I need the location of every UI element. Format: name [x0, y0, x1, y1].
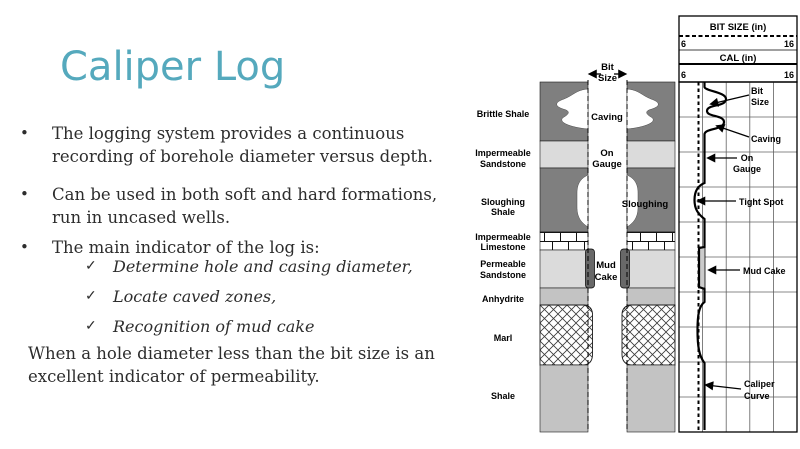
formation-labels: Brittle Shale Impermeable Sandstone Slou…: [475, 109, 531, 401]
on-gauge-label-line2: Gauge: [592, 159, 622, 170]
bullet-icon: •: [20, 185, 29, 203]
log-track: BIT SIZE (in) 6 16 CAL (in) 6 16: [678, 15, 798, 433]
layer-shale-left: [539, 364, 589, 433]
layer-shale-right: [626, 364, 676, 433]
bullet-icon: •: [20, 238, 29, 256]
checkmark-icon: ✓: [85, 258, 97, 274]
formation-label: Anhydrite: [482, 294, 524, 304]
formation-label: Brittle Shale: [477, 109, 530, 119]
layer-imp-sandstone-left: [539, 140, 589, 169]
checkmark-icon: ✓: [85, 318, 97, 334]
ann-mud-cake: Mud Cake: [743, 266, 786, 276]
bit-size-dashed-lines: [587, 80, 628, 432]
caving-label: Caving: [591, 112, 623, 123]
ann-on-gauge-line2: Gauge: [733, 164, 761, 174]
checkmark-icon: ✓: [85, 288, 97, 304]
layer-limestone-right: [626, 231, 676, 251]
layer-anhydrite-right: [626, 287, 676, 306]
grid-border: [678, 81, 798, 433]
ann-caliper-curve-line2: Curve: [744, 391, 770, 401]
ann-tight-spot: Tight Spot: [739, 197, 783, 207]
ann-caving: Caving: [751, 134, 781, 144]
bullet-text-3: The main indicator of the log is:: [52, 238, 320, 257]
mud-cake-label-line1: Mud: [596, 260, 616, 271]
bullet-item: • Can be used in both soft and hard form…: [20, 183, 450, 229]
log-header-box: [678, 15, 798, 83]
formation-label: Impermeable: [475, 148, 531, 158]
caliper-curve: [693, 82, 728, 430]
formation-label: Shale: [491, 391, 515, 401]
check-text-2: Locate caved zones,: [113, 287, 277, 306]
layer-perm-sandstone-right: [626, 249, 676, 289]
track2-title: CAL (in): [720, 53, 757, 64]
sloughing-zone: [576, 174, 639, 228]
formation-label: Sandstone: [480, 270, 526, 280]
footer-paragraph: When a hole diameter less than the bit s…: [28, 344, 435, 386]
ann-caliper-curve-line1: Caliper: [744, 379, 775, 389]
lithology-columns: [539, 81, 676, 433]
formation-label: Permeable: [480, 259, 526, 269]
bit-size-label-line2: Size: [598, 73, 617, 84]
log-annotations: Bit Size Caving On Gauge Tight Spot Mud …: [696, 86, 786, 401]
check-text-3: Recognition of mud cake: [113, 317, 315, 336]
formation-label: Marl: [494, 333, 513, 343]
layer-marl-right: [621, 304, 676, 366]
ann-bit-size-line2: Size: [751, 97, 769, 107]
mud-cake-label-line2: Cake: [595, 272, 618, 283]
formation-label: Sloughing: [481, 197, 525, 207]
formation-label: Shale: [491, 207, 515, 217]
check-item: ✓ Determine hole and casing diameter,: [85, 257, 413, 276]
check-item: ✓ Recognition of mud cake: [85, 317, 413, 336]
layer-perm-sandstone-left: [539, 249, 589, 289]
sloughing-label: Sloughing: [622, 199, 669, 210]
layer-anhydrite-left: [539, 287, 589, 306]
ann-bit-size-line1: Bit: [751, 86, 763, 96]
track1-min: 6: [681, 39, 686, 49]
layer-imp-sandstone-right: [626, 140, 676, 169]
bullet-icon: •: [20, 124, 29, 142]
check-text-1: Determine hole and casing diameter,: [113, 257, 413, 276]
bullet-item: • The logging system provides a continuo…: [20, 122, 450, 168]
formation-label: Sandstone: [480, 159, 526, 169]
bit-size-label-line1: Bit: [601, 62, 615, 73]
layer-limestone-left: [539, 231, 589, 251]
track1-max: 16: [784, 39, 794, 49]
formation-label: Impermeable: [475, 232, 531, 242]
track1-title: BIT SIZE (in): [710, 22, 766, 33]
layer-marl-left: [539, 304, 593, 366]
bit-size-callout: Bit Size: [587, 62, 628, 84]
bullet-text-2: Can be used in both soft and hard format…: [52, 185, 438, 227]
check-item: ✓ Locate caved zones,: [85, 287, 413, 306]
track2-max: 16: [784, 70, 794, 80]
formation-label: Limestone: [480, 242, 525, 252]
caving-zone: [556, 88, 659, 130]
page-title: Caliper Log: [60, 44, 286, 90]
bullet-item: • The main indicator of the log is:: [20, 236, 450, 259]
bullet-text-1: The logging system provides a continuous…: [52, 124, 434, 166]
ann-on-gauge-line1: On: [741, 153, 754, 163]
track2-min: 6: [681, 70, 686, 80]
on-gauge-label-line1: On: [600, 148, 613, 159]
check-list: ✓ Determine hole and casing diameter, ✓ …: [85, 257, 413, 347]
